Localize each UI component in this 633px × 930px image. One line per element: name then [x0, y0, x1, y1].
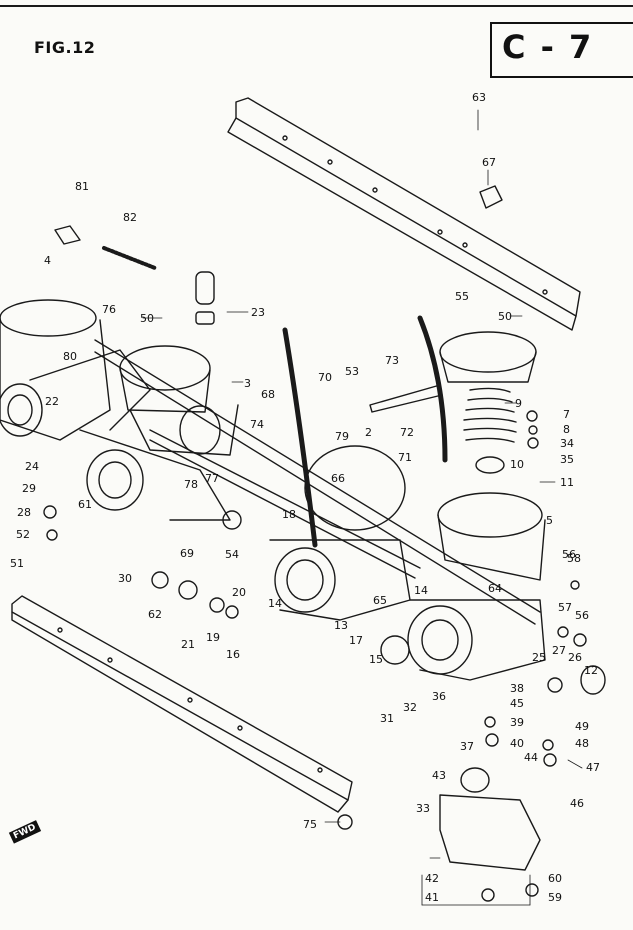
callout-14-mid: 14 [268, 597, 282, 610]
callout-3: 3 [244, 377, 251, 390]
callout-59: 59 [548, 891, 562, 904]
callout-25: 25 [532, 651, 546, 664]
callout-81: 81 [75, 180, 89, 193]
callout-26: 26 [568, 651, 582, 664]
callout-42: 42 [425, 872, 439, 885]
callout-45: 45 [510, 697, 524, 710]
callout-39: 39 [510, 716, 524, 729]
callout-70: 70 [318, 371, 332, 384]
callout-65: 65 [373, 594, 387, 607]
callout-57: 57 [558, 601, 572, 614]
callout-11: 11 [560, 476, 574, 489]
callout-53: 53 [345, 365, 359, 378]
callout-73: 73 [385, 354, 399, 367]
callout-68: 68 [261, 388, 275, 401]
callout-23: 23 [251, 306, 265, 319]
callout-55: 55 [455, 290, 469, 303]
callout-41: 41 [425, 891, 439, 904]
callout-22: 22 [45, 395, 59, 408]
callout-4: 4 [44, 254, 51, 267]
callout-31: 31 [380, 712, 394, 725]
callout-64: 64 [488, 582, 502, 595]
callout-72: 72 [400, 426, 414, 439]
callout-10: 10 [510, 458, 524, 471]
callout-17: 17 [349, 634, 363, 647]
callout-51: 51 [10, 557, 24, 570]
callout-48: 48 [575, 737, 589, 750]
carburetor-two [119, 345, 239, 456]
callout-76: 76 [102, 303, 116, 316]
callout-43: 43 [432, 769, 446, 782]
section-code: C - 7 [502, 28, 594, 66]
callout-2: 2 [365, 426, 372, 439]
callout-36: 36 [432, 690, 446, 703]
diaphragm-cap-and-spring [439, 331, 537, 474]
callout-12: 12 [584, 664, 598, 677]
callout-47: 47 [586, 761, 600, 774]
callout-46: 46 [570, 797, 584, 810]
fuel-rail [94, 339, 541, 625]
callout-28: 28 [17, 506, 31, 519]
callout-32: 32 [403, 701, 417, 714]
callout-80: 80 [63, 350, 77, 363]
callout-82: 82 [123, 211, 137, 224]
callout-38: 38 [510, 682, 524, 695]
callout-58: 58 [567, 552, 581, 565]
callout-5: 5 [546, 514, 553, 527]
callout-18: 18 [282, 508, 296, 521]
callout-27: 27 [552, 644, 566, 657]
left-carburetor-assembly [0, 299, 231, 521]
callout-50-right: 50 [498, 310, 512, 323]
callout-37: 37 [460, 740, 474, 753]
callout-63: 63 [472, 91, 486, 104]
callout-34: 34 [560, 437, 574, 450]
callout-75: 75 [303, 818, 317, 831]
callout-29: 29 [22, 482, 36, 495]
callout-19: 19 [206, 631, 220, 644]
callout-56-upper: 56 [562, 548, 576, 561]
callout-78: 78 [184, 478, 198, 491]
callout-7: 7 [563, 408, 570, 421]
carburetor-four [407, 492, 546, 681]
figure-label: FIG.12 [34, 38, 96, 57]
callout-35: 35 [560, 453, 574, 466]
callout-14-right: 14 [414, 584, 428, 597]
section-code-box [490, 22, 633, 78]
callout-77: 77 [205, 472, 219, 485]
callout-62: 62 [148, 608, 162, 621]
callout-20: 20 [232, 586, 246, 599]
upper-bracket-rail [227, 97, 581, 331]
callout-50-left: 50 [140, 312, 154, 325]
float-bowl [439, 767, 541, 871]
callout-71: 71 [398, 451, 412, 464]
callout-60: 60 [548, 872, 562, 885]
callout-49: 49 [575, 720, 589, 733]
callout-56-lower: 56 [575, 609, 589, 622]
callout-30: 30 [118, 572, 132, 585]
callout-69: 69 [180, 547, 194, 560]
callout-21: 21 [181, 638, 195, 651]
callout-33: 33 [416, 802, 430, 815]
callout-44: 44 [524, 751, 538, 764]
callout-52: 52 [16, 528, 30, 541]
lower-bracket-rail [11, 595, 353, 813]
callout-66: 66 [331, 472, 345, 485]
callout-54: 54 [225, 548, 239, 561]
callout-79: 79 [335, 430, 349, 443]
callout-24: 24 [25, 460, 39, 473]
callout-9: 9 [515, 397, 522, 410]
callout-61: 61 [78, 498, 92, 511]
callout-40: 40 [510, 737, 524, 750]
callout-8-upper: 8 [563, 423, 570, 436]
callout-15: 15 [369, 653, 383, 666]
callout-13: 13 [334, 619, 348, 632]
callout-74: 74 [250, 418, 264, 431]
callout-67: 67 [482, 156, 496, 169]
callout-16: 16 [226, 648, 240, 661]
